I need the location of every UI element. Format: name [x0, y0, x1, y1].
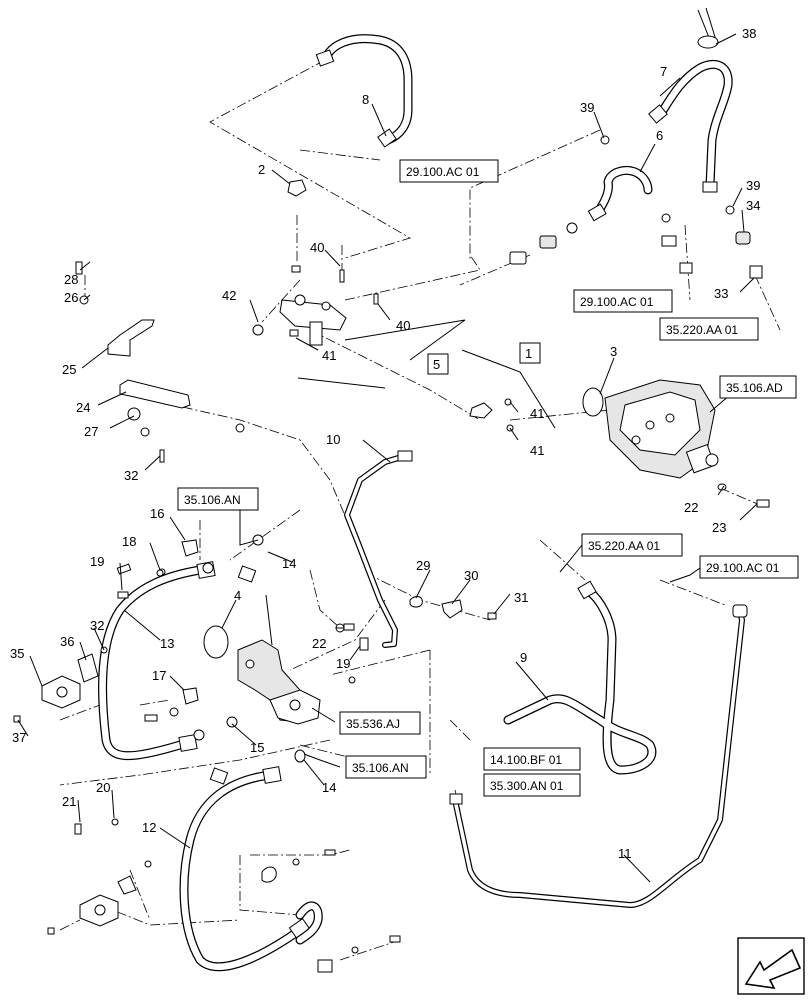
callout-29: 29: [416, 558, 430, 573]
callout-23: 23: [712, 520, 726, 535]
callout-40b: 40: [396, 318, 410, 333]
mount-block-35: [13, 646, 108, 723]
callout-36: 36: [60, 634, 74, 649]
callout-18: 18: [122, 534, 136, 549]
callout-1: 1: [525, 346, 532, 361]
callout-15: 15: [250, 740, 264, 755]
callout-21: 21: [62, 794, 76, 809]
callout-2: 2: [258, 162, 265, 177]
callout-6: 6: [656, 128, 663, 143]
ref-29100-mid: 29.100.AC 01: [580, 295, 654, 309]
tube-8: [315, 34, 413, 148]
ref-35536aj: 35.536.AJ: [346, 717, 400, 731]
callout-39b: 39: [746, 178, 760, 193]
callout-16: 16: [150, 506, 164, 521]
ref-box: [399, 159, 499, 183]
callout-27: 27: [84, 424, 98, 439]
callout-32a: 32: [124, 468, 138, 483]
tube-9: [503, 580, 657, 775]
callout-17: 17: [152, 668, 166, 683]
callout-37: 37: [12, 730, 26, 745]
assembly-lines: [59, 59, 781, 961]
bracket-lines: [297, 319, 556, 429]
hose-12: [179, 766, 312, 972]
callout-38: 38: [742, 26, 756, 41]
ref-35106an-top: 35.106.AN: [184, 493, 241, 507]
hose-13: [98, 561, 216, 761]
bracket-25: [75, 261, 245, 463]
callout-14b: 14: [322, 780, 336, 795]
fittings-left: [116, 534, 264, 785]
callout-32b: 32: [90, 618, 104, 633]
callout-30: 30: [464, 568, 478, 583]
o-ring-4: [203, 625, 229, 659]
ref-29100-right: 29.100.AC 01: [706, 561, 780, 575]
tube-11: [449, 604, 748, 908]
callout-34: 34: [746, 198, 760, 213]
arrow-left-down-icon: [737, 937, 805, 995]
callout-20: 20: [96, 780, 110, 795]
hydraulic-pump: [582, 379, 770, 508]
callout-3: 3: [610, 344, 617, 359]
hydraulic-motor: [237, 594, 369, 763]
ref-35106ad: 35.106.AD: [726, 381, 783, 395]
hose-7: [648, 7, 733, 193]
callout-35: 35: [10, 646, 24, 661]
hose-6: [587, 165, 653, 222]
callout-8: 8: [362, 92, 369, 107]
callout-12: 12: [142, 820, 156, 835]
ref-14100bf: 14.100.BF 01: [490, 753, 562, 767]
ref-35300an: 35.300.AN 01: [490, 779, 564, 793]
callout-13: 13: [160, 636, 174, 651]
lower-elbow: [261, 849, 401, 973]
callout-25: 25: [62, 362, 76, 377]
reference-boxes: 29.100.AC 01 29.100.AC 01 35.220.AA 01 3…: [177, 159, 799, 797]
boxed-callouts: 1 5: [427, 342, 541, 375]
callout-9: 9: [520, 650, 527, 665]
callout-33: 33: [714, 286, 728, 301]
callout-28: 28: [64, 272, 78, 287]
callout-26: 26: [64, 290, 78, 305]
ref-35220-top: 35.220.AA 01: [666, 323, 738, 337]
callout-24: 24: [76, 400, 90, 415]
callout-4: 4: [234, 588, 241, 603]
callout-40a: 40: [310, 240, 324, 255]
valve-block: [252, 179, 379, 346]
callout-22b: 22: [312, 636, 326, 651]
callout-numbers: 8 2 7 38 39 6 39 34 33 40 42 40 41 41 41…: [10, 26, 760, 861]
ref-35106an-bottom: 35.106.AN: [352, 761, 409, 775]
tube-10: [344, 450, 413, 648]
ref-35220-mid: 35.220.AA 01: [588, 539, 660, 553]
callout-14a: 14: [282, 556, 296, 571]
clamp-set: [409, 596, 497, 620]
ref-29100-top: 29.100.AC 01: [406, 165, 480, 179]
callout-41c: 41: [530, 443, 544, 458]
callout-39a: 39: [580, 100, 594, 115]
callout-41b: 41: [530, 406, 544, 421]
callout-41a: 41: [322, 348, 336, 363]
sensor-fitting: [469, 398, 514, 432]
callout-10: 10: [326, 432, 340, 447]
callout-leaders: [17, 33, 758, 883]
callout-19b: 19: [336, 656, 350, 671]
callout-42: 42: [222, 288, 236, 303]
callout-31: 31: [514, 590, 528, 605]
callout-22a: 22: [684, 500, 698, 515]
callout-5: 5: [433, 357, 440, 372]
mount-block-lower: [47, 860, 152, 935]
callout-11: 11: [618, 846, 632, 861]
callout-7: 7: [660, 64, 667, 79]
fittings-row: [509, 135, 763, 279]
callout-19a: 19: [90, 554, 104, 569]
